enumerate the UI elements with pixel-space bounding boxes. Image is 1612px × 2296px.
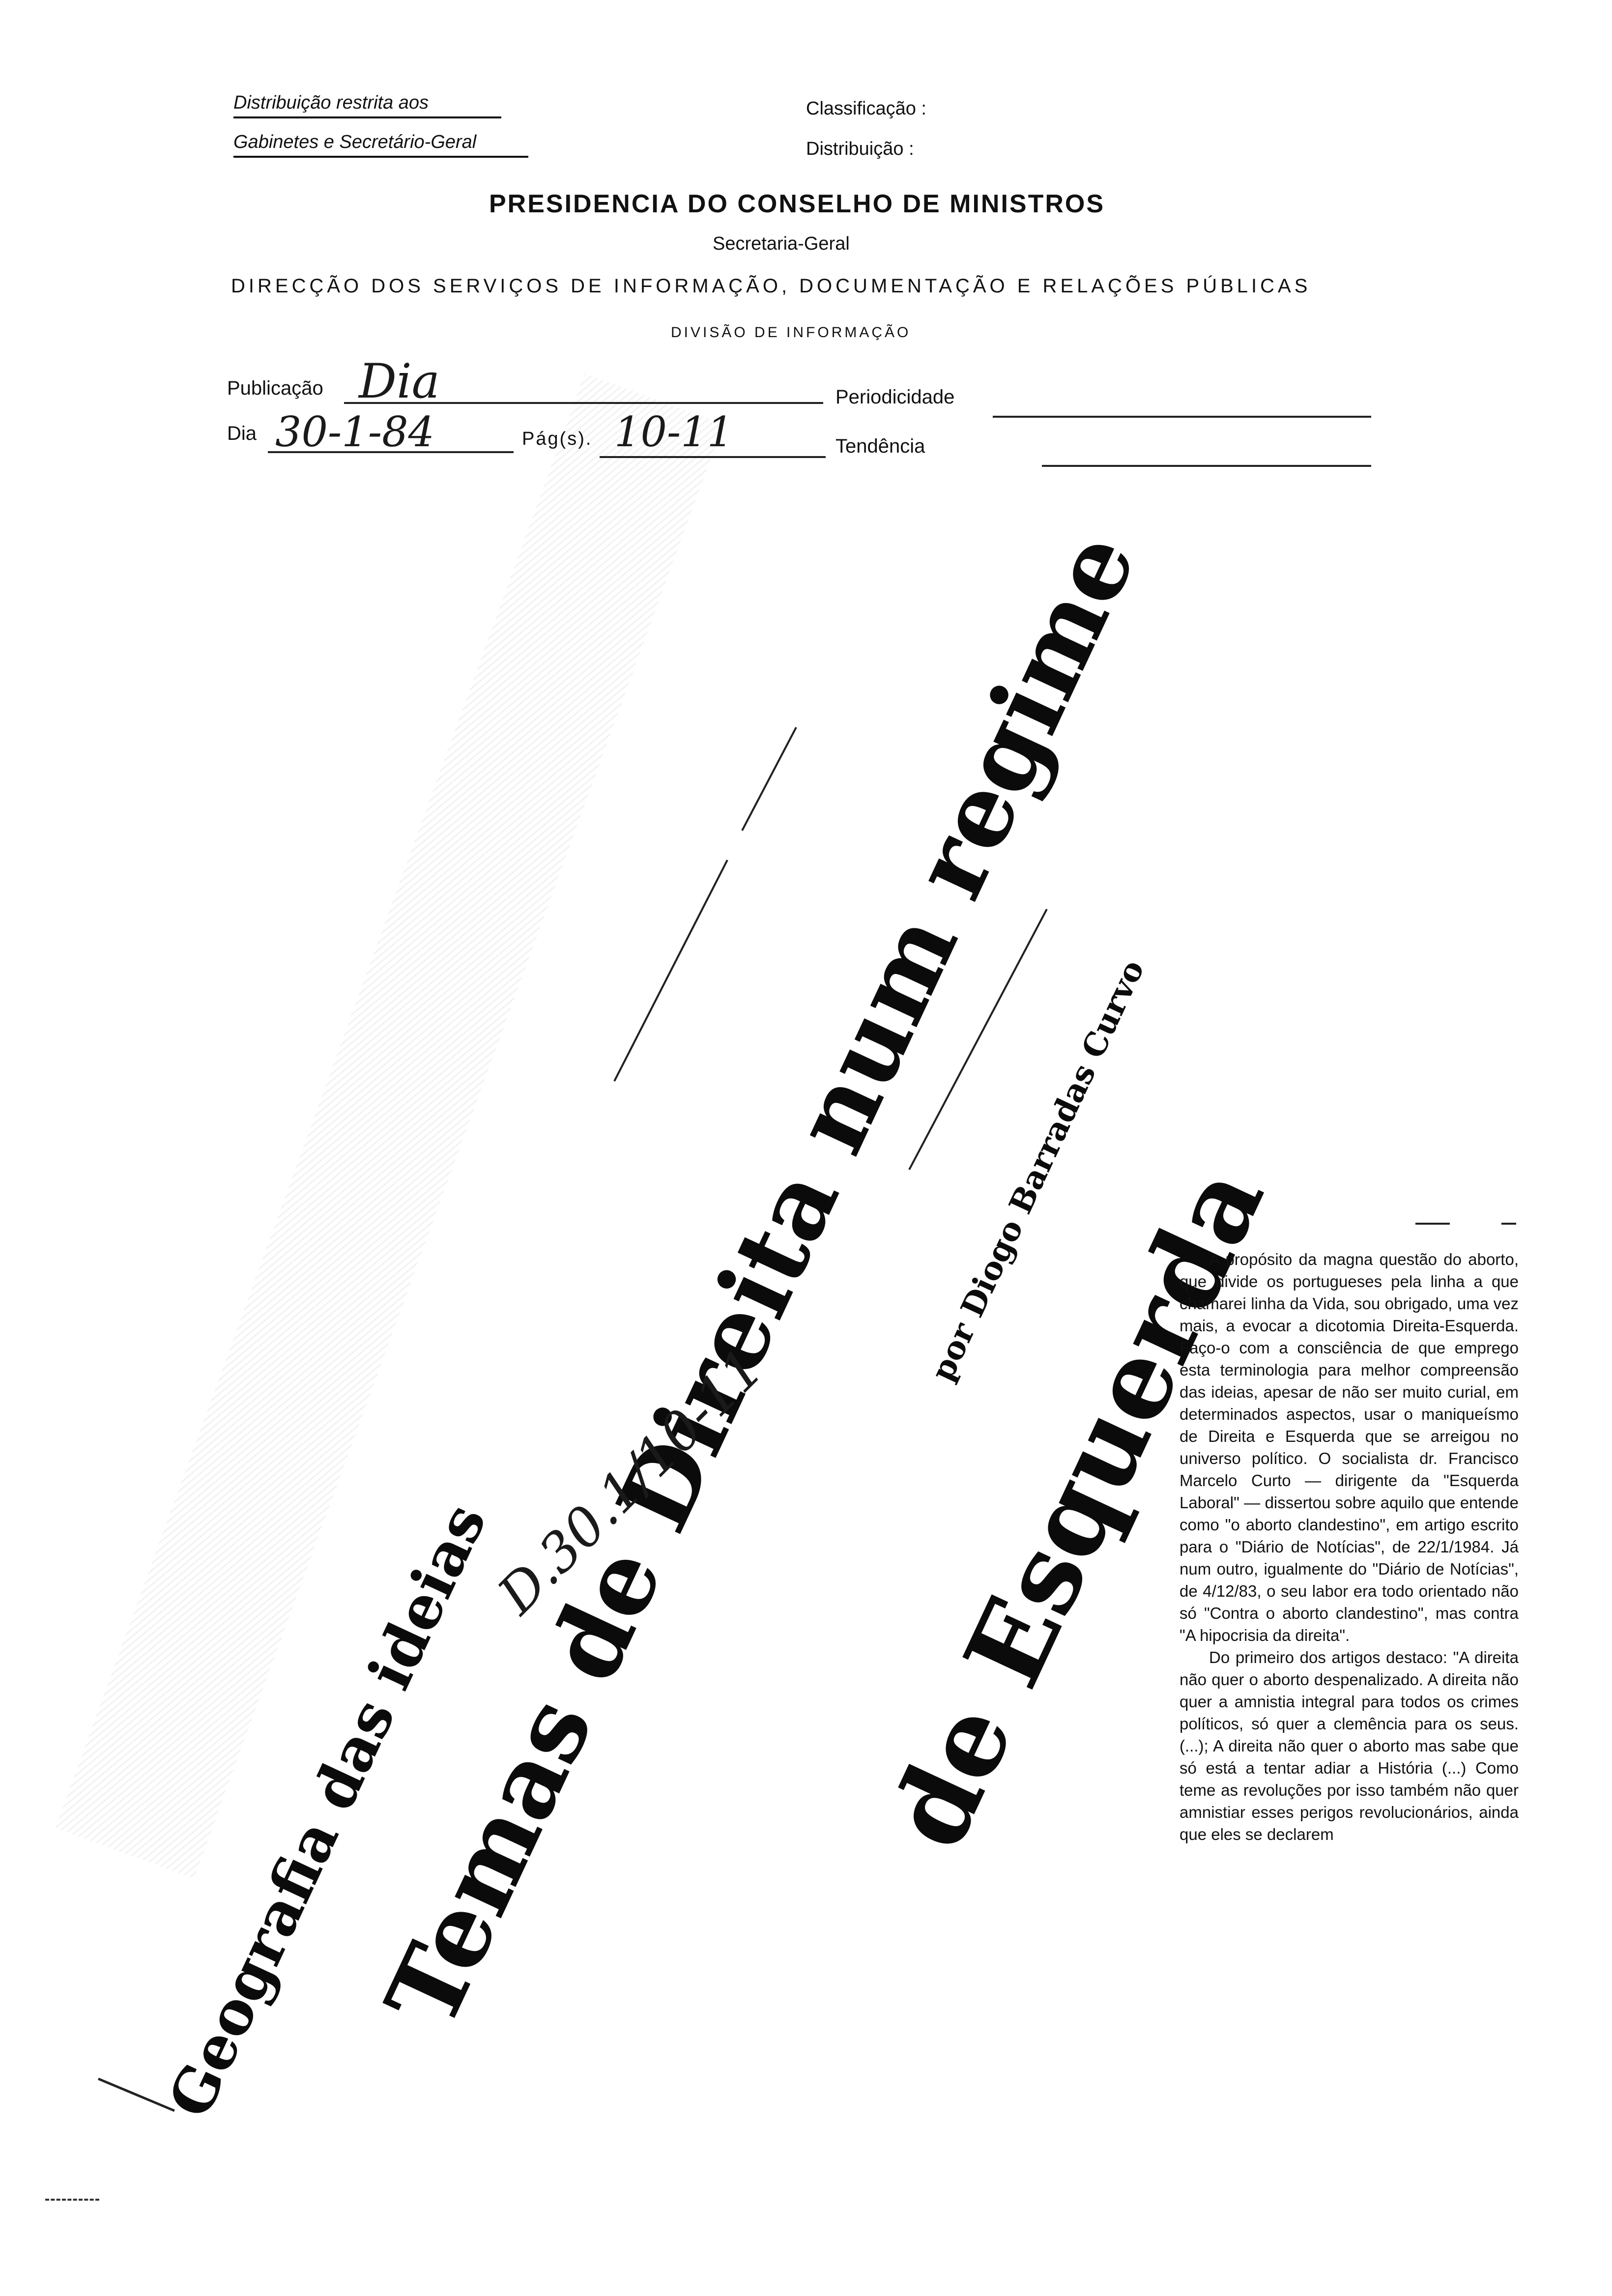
directorate: DIRECÇÃO DOS SERVIÇOS DE INFORMAÇÃO, DOC… (231, 275, 1311, 297)
cut-line-3 (908, 909, 1048, 1170)
division: DIVISÃO DE INFORMAÇÃO (671, 324, 911, 341)
periodicity-label: Periodicidade (835, 386, 955, 408)
org-title: PRESIDENCIA DO CONSELHO DE MINISTROS (489, 190, 1105, 218)
pages-label: Pág(s). (522, 429, 593, 449)
cut-line-4 (98, 2077, 175, 2112)
restricted-distribution-line1: Distribuição restrita aos (233, 92, 501, 118)
tendency-underline (1042, 465, 1371, 467)
publication-label: Publicação (227, 377, 323, 399)
periodicity-underline (993, 416, 1371, 418)
pages-value: 10-11 (614, 408, 733, 456)
day-label: Dia (227, 423, 257, 444)
publication-underline (344, 402, 823, 404)
pages-underline (600, 456, 826, 458)
article-paragraph-2: Do primeiro dos artigos destaco: "A dire… (1180, 1648, 1519, 1843)
restricted-distribution-line2: Gabinetes e Secretário-Geral (233, 132, 528, 158)
cut-line-1 (741, 727, 797, 831)
secretariat: Secretaria-Geral (713, 233, 850, 254)
classification-label: Classificação : (806, 98, 926, 119)
article-body: A propósito da magna questão do aborto, … (1180, 1248, 1519, 2261)
margin-mark (45, 2199, 99, 2201)
day-value: 30-1-84 (275, 408, 434, 456)
tendency-label: Tendência (835, 435, 925, 457)
day-underline (268, 451, 514, 453)
distribution-label: Distribuição : (806, 139, 914, 159)
article-paragraph-1: A propósito da magna questão do aborto, … (1180, 1250, 1519, 1644)
cut-line-2 (613, 860, 728, 1082)
publication-value: Dia (359, 354, 440, 409)
